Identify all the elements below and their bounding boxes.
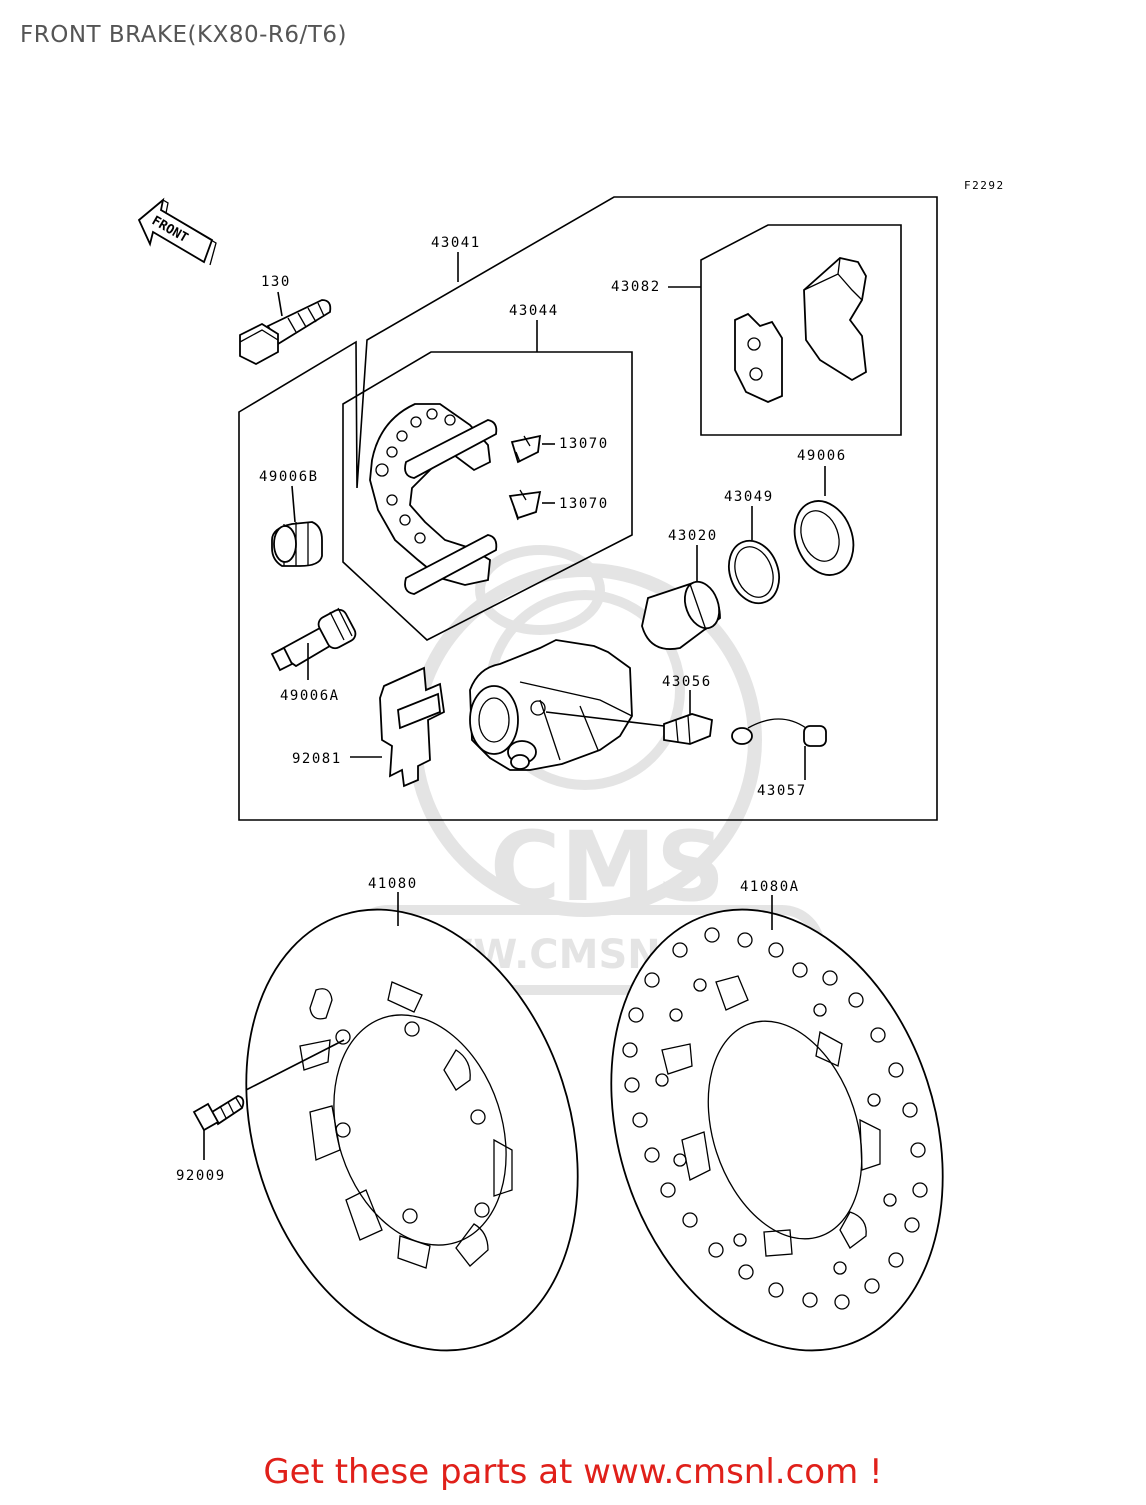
figure-code: F2292 (964, 179, 1005, 192)
watermark-brand: CMS (490, 811, 725, 923)
part-label: 49006B (259, 469, 319, 485)
caliper-assembly-outline (238, 196, 938, 821)
caliper-body (469, 639, 633, 771)
part-label: 92081 (292, 751, 342, 767)
part-label: 43044 (509, 303, 559, 319)
bleeder-valve-43056 (545, 711, 713, 745)
bleeder-cap-43057 (731, 718, 827, 747)
part-label: 49006 (797, 448, 847, 464)
pad-kit-outline (700, 224, 902, 436)
part-label: 43020 (668, 528, 718, 544)
part-label: 41080 (368, 876, 418, 892)
pad-spring-clips (508, 434, 542, 521)
part-label: 43056 (662, 674, 712, 690)
cmsnl-promo-link[interactable]: Get these parts at www.cmsnl.com ! (263, 1452, 883, 1492)
part-label: 43049 (724, 489, 774, 505)
pad-spring-92081 (379, 666, 445, 788)
part-label: 43041 (431, 235, 481, 251)
dust-boot-49006B (271, 521, 323, 567)
leader-lines (203, 252, 826, 1160)
part-label: 43057 (757, 783, 807, 799)
part-label: 13070 (559, 496, 609, 512)
brake-pads (734, 257, 867, 403)
caliper-bracket (369, 403, 498, 595)
page-title: FRONT BRAKE(KX80-R6/T6) (20, 22, 347, 48)
part-label: 43082 (611, 279, 661, 295)
dust-seal-49006 (793, 500, 855, 576)
piston-43020 (641, 580, 721, 650)
part-label: 92009 (176, 1168, 226, 1184)
brake-disc-41080 (245, 908, 579, 1352)
part-label: 13070 (559, 436, 609, 452)
brake-disc-41080A (610, 908, 944, 1352)
bolt-130 (239, 299, 332, 366)
part-label: 130 (261, 274, 291, 290)
bracket-kit-outline (342, 351, 633, 641)
front-direction-arrow: FRONT (137, 197, 217, 266)
part-labels: 43041 130 43044 43082 13070 13070 49006B… (176, 235, 847, 1184)
disc-screw-92009 (192, 1039, 345, 1132)
part-label: 41080A (740, 879, 800, 895)
part-label: 49006A (280, 688, 340, 704)
piston-seal-43049 (728, 539, 780, 605)
slide-pin-49006A (270, 607, 357, 672)
